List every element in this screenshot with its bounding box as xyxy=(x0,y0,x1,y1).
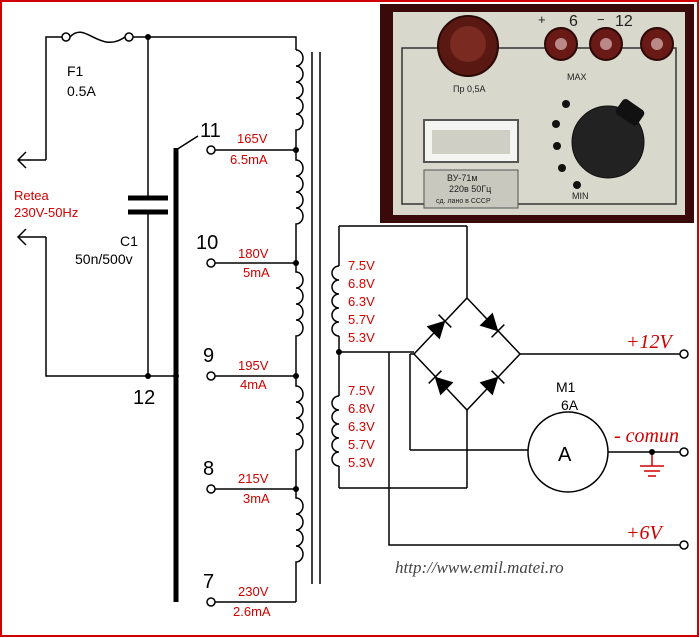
secondary-upper-labels: 7.5V 6.8V 6.3V 5.7V 5.3V xyxy=(348,258,375,345)
website-url: http://www.emil.matei.ro xyxy=(395,558,564,577)
photo-terminal-12: 12 xyxy=(615,13,633,30)
secondary-winding-lower xyxy=(331,352,468,489)
winding-voltage: 7.5V xyxy=(348,383,375,398)
fuse-name: F1 xyxy=(67,63,84,79)
output-6v-line xyxy=(388,352,689,550)
photo-max-label: MAX xyxy=(567,72,587,82)
tap-voltage: 195V xyxy=(238,358,269,373)
junction-dot xyxy=(293,147,299,153)
ammeter xyxy=(527,411,689,493)
tap-number-8: 8 xyxy=(203,458,214,480)
mains-label-2: 230V-50Hz xyxy=(14,205,78,220)
tap-voltage: 165V xyxy=(237,131,268,146)
winding-voltage: 6.8V xyxy=(348,401,375,416)
junction-dot xyxy=(293,486,299,492)
secondary-lower-labels: 7.5V 6.8V 6.3V 5.7V 5.3V xyxy=(348,383,375,470)
winding-voltage: 5.7V xyxy=(348,437,375,452)
winding-voltage: 6.3V xyxy=(348,419,375,434)
photo-terminal-minus: − xyxy=(597,12,605,27)
photo-plate-line2: 220в 50Гц xyxy=(449,184,491,194)
tap-voltage: 230V xyxy=(238,584,269,599)
transformer-core xyxy=(311,52,321,584)
photo-plate-line1: ВУ-71м xyxy=(447,173,478,183)
device-photo xyxy=(380,4,694,223)
junction-dot xyxy=(649,449,655,455)
mains-input xyxy=(16,36,148,377)
output-6v-label: +6V xyxy=(626,522,664,544)
winding-voltage: 5.7V xyxy=(348,312,375,327)
tap-current: 5mA xyxy=(243,265,270,280)
winding-voltage: 6.8V xyxy=(348,276,375,291)
tap-number-11: 11 xyxy=(200,120,221,142)
fuse-rating: 0.5A xyxy=(67,83,96,99)
junction-dot xyxy=(293,373,299,379)
capacitor-name: C1 xyxy=(120,233,138,249)
winding-voltage: 7.5V xyxy=(348,258,375,273)
output-12v-label: +12V xyxy=(626,331,674,353)
winding-voltage: 6.3V xyxy=(348,294,375,309)
primary-winding xyxy=(295,49,304,602)
winding-voltage: 5.3V xyxy=(348,455,375,470)
tap-number-12: 12 xyxy=(133,387,155,409)
secondary-winding-upper xyxy=(331,225,468,353)
fuse-symbol xyxy=(61,31,297,50)
meter-range: 6A xyxy=(561,397,579,413)
winding-voltage: 5.3V xyxy=(348,330,375,345)
tap-current: 6.5mA xyxy=(230,152,268,167)
photo-min-label: MIN xyxy=(572,191,589,201)
capacitor-value: 50n/500v xyxy=(75,251,133,267)
output-12v-line xyxy=(520,349,689,359)
output-common-label: - comun xyxy=(614,425,679,447)
junction-dot xyxy=(293,260,299,266)
junction-dot xyxy=(336,349,342,355)
mains-label-1: Retea xyxy=(14,188,49,203)
junction-dot xyxy=(145,34,151,40)
common-bus xyxy=(148,135,199,602)
ammeter-symbol: A xyxy=(558,444,572,466)
tap-current: 2.6mA xyxy=(233,604,271,619)
photo-fuse-label: Пр 0,5А xyxy=(453,84,486,94)
tap-voltage: 215V xyxy=(238,471,269,486)
photo-plate-line3: сд. лано в СССР xyxy=(436,198,491,205)
meter-name: M1 xyxy=(556,379,576,395)
tap-current: 4mA xyxy=(240,377,267,392)
diodes xyxy=(426,312,505,396)
tap-current: 3mA xyxy=(243,491,270,506)
capacitor-symbol xyxy=(128,37,168,376)
bridge-rectifier xyxy=(409,296,528,451)
primary-taps xyxy=(206,145,296,607)
photo-terminal-6: 6 xyxy=(569,13,578,30)
tap-number-9: 9 xyxy=(203,345,214,367)
tap-number-10: 10 xyxy=(196,232,218,254)
photo-terminal-plus: + xyxy=(538,12,546,27)
junction-dot xyxy=(173,373,179,379)
ground-icon xyxy=(640,452,664,477)
tap-voltage: 180V xyxy=(238,246,269,261)
tap-number-7: 7 xyxy=(203,571,214,593)
